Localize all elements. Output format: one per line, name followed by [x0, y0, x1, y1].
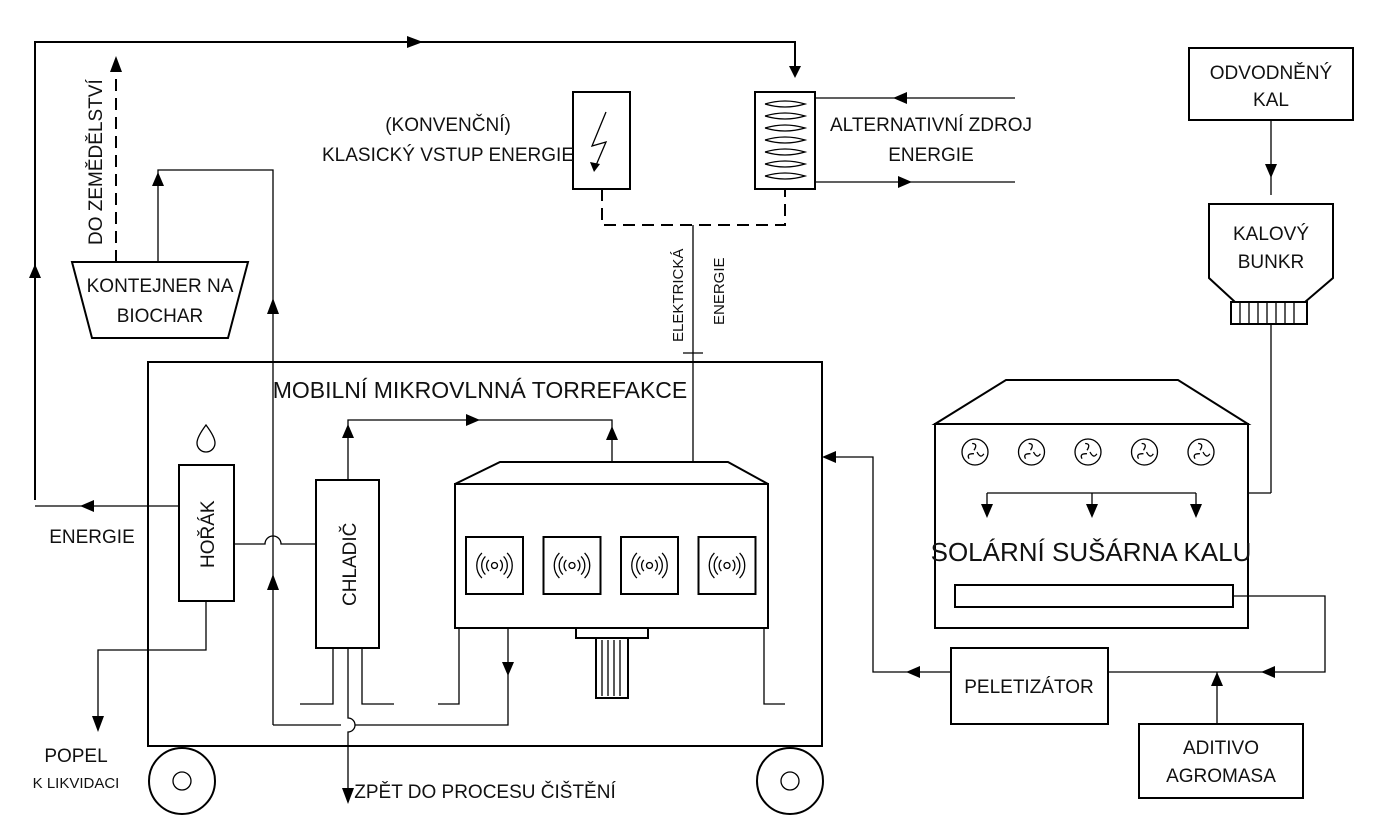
- fan-icon: [1074, 438, 1102, 466]
- back-to-process-label: ZPĚT DO PROCESU ČIŠTĚNÍ: [354, 781, 616, 803]
- solar-sludge-dryer: SOLÁRNÍ SUŠÁRNA KALU: [931, 379, 1326, 678]
- top-energy-loop: [29, 36, 801, 500]
- fan-icon: [1187, 438, 1215, 466]
- pelletizer-label: PELETIZÁTOR: [964, 677, 1094, 698]
- arrow-down-icon: [981, 504, 993, 518]
- alternative-label-line1: ALTERNATIVNÍ ZDROJ: [830, 115, 1032, 136]
- burner: HOŘÁK ENERGIE POPEL K LIKVIDACI: [33, 423, 316, 792]
- cooler-label: CHLADIČ: [339, 523, 361, 606]
- solar-dryer-label: SOLÁRNÍ SUŠÁRNA KALU: [931, 537, 1252, 567]
- conventional-label-line1: (KONVENČNÍ): [385, 114, 511, 136]
- biochar-label-line1: KONTEJNER NA: [87, 276, 234, 297]
- energy-label: ENERGIE: [49, 527, 135, 548]
- mobile-torrefaction-unit: MOBILNÍ MIKROVLNNÁ TORREFAKCE: [147, 361, 824, 815]
- arrow-right-icon: [407, 36, 423, 48]
- wheel-icon: [756, 747, 824, 815]
- dewatered-sludge: ODVODNĚNÝ KAL: [1188, 47, 1354, 195]
- fan-icon: [1017, 438, 1046, 466]
- sludge-label-line1: ODVODNĚNÝ: [1210, 62, 1333, 84]
- arrow-up-icon: [110, 56, 122, 72]
- arrow-right-icon: [898, 176, 912, 188]
- biochar-label-line2: BIOCHAR: [117, 306, 204, 327]
- microwave-emitter-icon: [465, 536, 524, 595]
- conventional-label-line2: KLASICKÝ VSTUP ENERGIE: [322, 145, 574, 166]
- microwave-emitter-icon: [542, 536, 602, 595]
- fan-icon: [961, 438, 989, 466]
- flame-drop-icon: [196, 423, 216, 453]
- arrow-down-icon: [1190, 504, 1202, 518]
- arrow-down-icon: [502, 662, 514, 676]
- sludge-label-line2: KAL: [1253, 90, 1289, 111]
- pelletizer: PELETIZÁTOR: [822, 451, 1109, 725]
- arrow-up-icon: [267, 574, 279, 590]
- arrow-down-icon: [342, 788, 354, 804]
- bunker-label-line2: BUNKR: [1238, 252, 1305, 273]
- arrow-right-icon: [466, 414, 480, 426]
- additive-label-line2: AGROMASA: [1166, 766, 1276, 787]
- agriculture-label: DO ZEMĚDĚLSTVÍ: [85, 79, 107, 245]
- arrow-left-icon: [1261, 666, 1275, 678]
- arrow-up-icon: [606, 426, 618, 440]
- arrow-down-icon: [92, 716, 104, 732]
- ash-label-line2: K LIKVIDACI: [33, 775, 120, 792]
- arrow-left-icon: [893, 92, 907, 104]
- arrow-up-icon: [267, 298, 279, 314]
- lightning-bolt-icon: [590, 111, 608, 171]
- arrow-down-icon: [1265, 164, 1277, 178]
- sludge-bunker: KALOVÝ BUNKR: [1208, 203, 1334, 499]
- dryer-fans: [961, 438, 1215, 466]
- conventional-energy-source: (KONVENČNÍ) KLASICKÝ VSTUP ENERGIE: [322, 91, 631, 190]
- arrow-up-icon: [1211, 672, 1223, 686]
- alternative-energy-source: ALTERNATIVNÍ ZDROJ ENERGIE: [754, 91, 1032, 190]
- microwave-emitter-icon: [697, 536, 757, 595]
- alternative-label-line2: ENERGIE: [888, 145, 974, 166]
- agriculture-output: DO ZEMĚDĚLSTVÍ: [85, 56, 122, 262]
- arrow-down-icon: [1086, 504, 1098, 518]
- electric-label-line2: ENERGIE: [711, 257, 728, 325]
- bunker-label-line1: KALOVÝ: [1233, 224, 1309, 245]
- microwave-emitters: [465, 536, 757, 595]
- electric-energy-link: ELEKTRICKÁ ENERGIE: [601, 189, 786, 462]
- burner-label: HOŘÁK: [197, 500, 219, 568]
- additive-label-line1: ADITIVO: [1183, 738, 1259, 759]
- mobile-unit-title: MOBILNÍ MIKROVLNNÁ TORREFAKCE: [273, 377, 688, 403]
- biochar-container: KONTEJNER NA BIOCHAR: [70, 169, 279, 725]
- arrow-left-icon: [822, 451, 836, 463]
- arrow-up-icon: [342, 424, 354, 438]
- cooler: CHLADIČ ZPĚT DO PROCESU ČIŠTĚNÍ: [273, 414, 618, 804]
- heating-coil-icon: [764, 100, 808, 180]
- arrow-up-icon: [152, 172, 164, 186]
- arrow-left-icon: [80, 500, 94, 512]
- microwave-emitter-icon: [620, 536, 679, 595]
- electric-label-line1: ELEKTRICKÁ: [670, 249, 687, 342]
- arrow-down-icon: [789, 66, 801, 78]
- wheel-icon: [148, 747, 216, 815]
- arrow-left-icon: [906, 666, 920, 678]
- fan-icon: [1130, 438, 1159, 466]
- arrow-up-icon: [29, 264, 41, 278]
- ash-label-line1: POPEL: [44, 746, 107, 767]
- additive-agromass: ADITIVO AGROMASA: [1138, 672, 1304, 799]
